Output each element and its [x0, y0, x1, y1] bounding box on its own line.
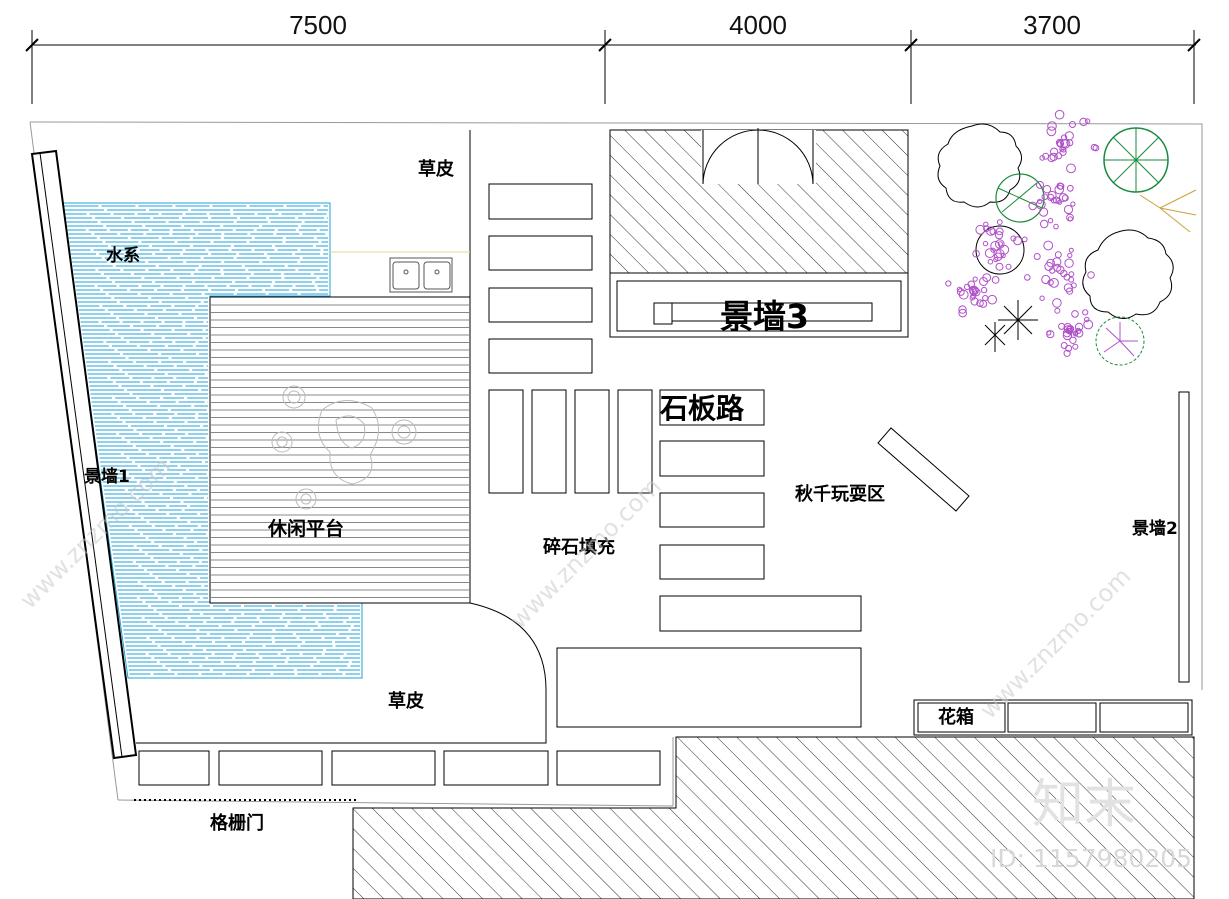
flower-boxes: [913, 699, 1193, 736]
watermark-id: ID: 1157980205: [990, 844, 1192, 873]
scenery-wall-3: [609, 272, 909, 338]
hatched-structure-bottom: [352, 736, 1195, 899]
label-lawn-top: 草皮: [418, 158, 454, 180]
dimension-4000: 4000: [729, 10, 787, 40]
label-flower-box: 花箱: [938, 706, 974, 728]
swing-icon: [877, 427, 970, 512]
label-gravel-fill: 碎石填充: [543, 536, 615, 558]
stepping-stones: [488, 183, 862, 728]
hatched-structure-top: [609, 128, 909, 274]
watermark-diagonal-center: www.znzmo.com: [504, 472, 666, 634]
label-scenery-wall-2: 景墙2: [1132, 518, 1178, 539]
scenery-wall-2: [1178, 391, 1190, 683]
scenery-wall-1: [30, 149, 138, 760]
label-leisure-platform: 休闲平台: [267, 517, 344, 540]
dimension-line: [25, 30, 1201, 104]
label-stone-path: 石板路: [659, 392, 745, 425]
watermark-logo: 知末: [1032, 775, 1136, 835]
sink-icon: [389, 257, 453, 293]
dimension-3700: 3700: [1023, 10, 1081, 40]
label-swing-play-area: 秋千玩耍区: [795, 483, 885, 505]
leisure-platform: [209, 296, 471, 604]
label-water-system: 水系: [106, 245, 140, 266]
lawn-edges: [136, 130, 547, 744]
dimension-7500: 7500: [289, 10, 347, 40]
rockery-icon: [271, 385, 417, 510]
water-system: [61, 202, 363, 679]
label-lattice-gate: 格栅门: [210, 812, 264, 834]
label-scenery-wall-1: 景墙1: [84, 466, 130, 487]
plant-cluster: [937, 109, 1197, 366]
bottom-planters: [138, 750, 661, 786]
label-scenery-wall-3: 景墙3: [720, 297, 809, 336]
label-lawn-bottom: 草皮: [388, 690, 424, 712]
